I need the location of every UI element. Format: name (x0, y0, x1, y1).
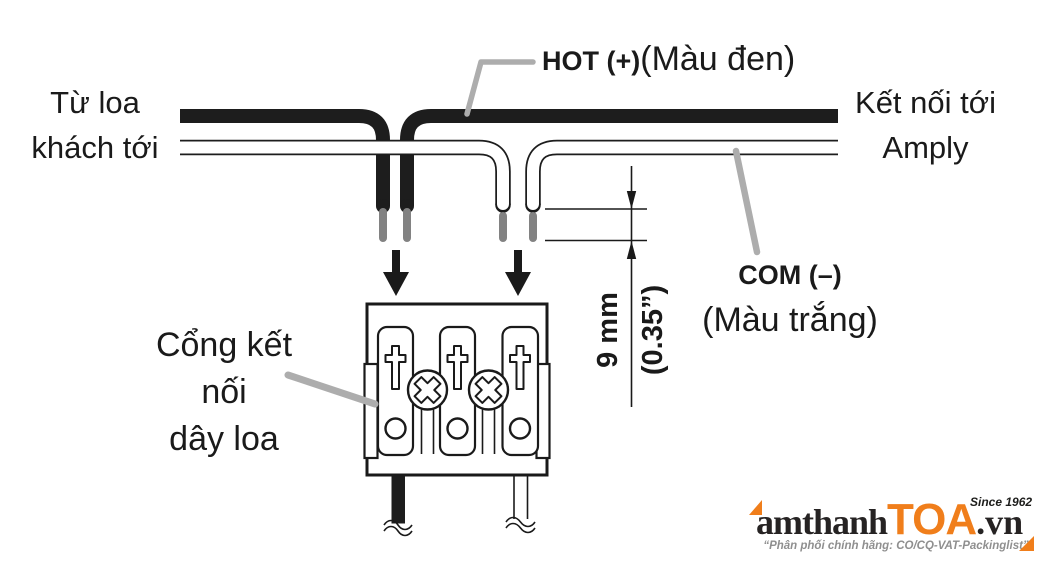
com-leader-line (732, 147, 761, 256)
wire-hole (509, 345, 531, 390)
com-wire (180, 139, 838, 242)
label-hot-color: (Màu đen) (640, 40, 796, 78)
dimension-label-inch: (0.35”) (637, 284, 669, 376)
wire-hole (446, 345, 469, 390)
dimension-label-mm: 9 mm (592, 292, 624, 368)
label-com-color: (Màu trắng) (702, 301, 878, 339)
arrowhead-up-icon (626, 241, 637, 259)
label-hot-group: HOT (+)(Màu đen) (542, 40, 795, 79)
phillips-cross-icon (474, 376, 503, 404)
logo-text-amthanh: amthanh (756, 502, 888, 542)
logo-wedge-icon (1019, 536, 1034, 551)
insert-arrow-icon (505, 250, 531, 296)
terminal-leader-line (284, 371, 379, 408)
screw-hole (446, 417, 469, 440)
logo-since: Since 1962 (970, 495, 1033, 509)
logo-wedge-icon (749, 500, 762, 515)
phillips-cross-icon (413, 376, 442, 404)
logo-tagline: “Phân phối chính hãng: CO/CQ-VAT-Packing… (763, 540, 1029, 552)
screw-hole (384, 417, 407, 440)
brand-logo: amthanh TOA .vn Since 1962 “Phân phối ch… (746, 487, 1046, 563)
logo-text-vn: .vn (976, 502, 1024, 542)
label-terminal-port: Cổng kết nối dây loa (155, 326, 293, 458)
side-tab (363, 362, 379, 460)
logo-text-toa: TOA (887, 495, 977, 544)
terminal-block (363, 302, 551, 477)
wire-hole (384, 345, 407, 390)
screw-hole (508, 417, 532, 440)
label-from-speaker: Từ loa khách tới (31, 85, 159, 165)
label-hot: HOT (+) (542, 46, 641, 76)
label-com: COM (–) (738, 260, 842, 290)
hot-leader-line (464, 59, 536, 117)
label-to-amplifier: Kết nối tới Amply (855, 85, 996, 165)
dimension-marker (545, 166, 647, 407)
arrowhead-down-icon (626, 191, 637, 209)
outgoing-wires (383, 476, 536, 537)
label-com-group: COM (–) (Màu trắng) (674, 260, 906, 339)
insert-arrow-icon (383, 250, 409, 296)
logo-wordmark: amthanh TOA .vn (756, 495, 1023, 545)
